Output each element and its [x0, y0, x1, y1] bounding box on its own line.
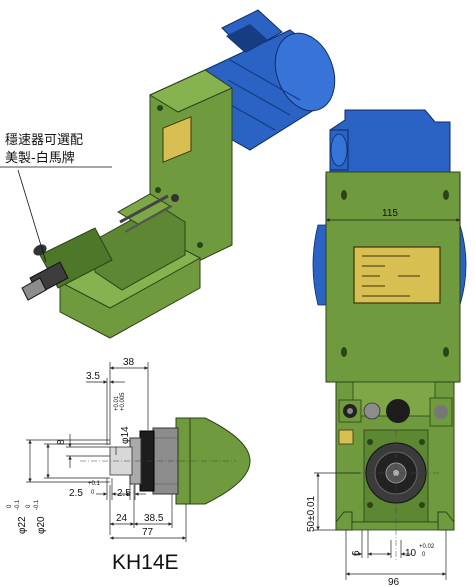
dim-d22-tol-upper: 0 — [7, 504, 13, 508]
dim-d22: φ22 — [17, 516, 28, 534]
dim-24: 24 — [116, 513, 128, 524]
slide-base-3d — [58, 193, 202, 339]
dim-2-5-a-tol-lower: 0 — [91, 490, 95, 496]
dim-d14: φ14 — [120, 426, 131, 444]
dim-8: 8 — [56, 439, 67, 445]
dim-96: 96 — [388, 577, 400, 587]
dim-d20: φ20 — [36, 516, 47, 534]
spindle-3d — [21, 227, 113, 301]
dim-10: 10 — [405, 548, 417, 559]
dim-2-5-a: 2.5 — [69, 488, 83, 499]
note-line-1: 穩速器可選配 — [5, 133, 83, 148]
note-leader — [17, 169, 47, 263]
dim-50: 50±0.01 — [306, 495, 317, 532]
isometric-view: 穩速器可選配 美製-白馬牌 — [0, 9, 336, 339]
dim-10-tol-upper: +0.02 — [419, 544, 435, 550]
dim-d20-tol-lower: -0.1 — [34, 499, 40, 510]
note-line-2: 美製-白馬牌 — [5, 150, 75, 166]
dim-d20-tol-upper: 0 — [26, 504, 32, 508]
motor-3d — [204, 9, 336, 151]
dim-2-5-b: 2.5 — [117, 488, 131, 499]
dim-77: 77 — [142, 527, 154, 538]
dim-d14-tol-upper: +0.01 — [114, 395, 120, 411]
dim-d22-tol-lower: -0.1 — [15, 499, 21, 510]
dim-38: 38 — [123, 357, 135, 368]
dim-115: 115 — [382, 208, 398, 219]
dim-3-5: 3.5 — [86, 371, 100, 382]
dim-10-tol-lower: 0 — [422, 552, 426, 558]
front-view: 115 50±0.01 6 10 +0.02 0 96 — [306, 109, 467, 587]
spindle-section-view: 38 3.5 φ14 +0.01 +0.005 8 φ22 0 -0.1 φ20… — [7, 357, 251, 574]
dim-d14-tol-lower: +0.005 — [120, 392, 126, 411]
dim-6: 6 — [351, 550, 362, 556]
model-label: KH14E — [112, 551, 179, 574]
dim-38-5: 38.5 — [144, 513, 164, 524]
dim-2-5-a-tol-upper: +0.1 — [88, 481, 101, 487]
